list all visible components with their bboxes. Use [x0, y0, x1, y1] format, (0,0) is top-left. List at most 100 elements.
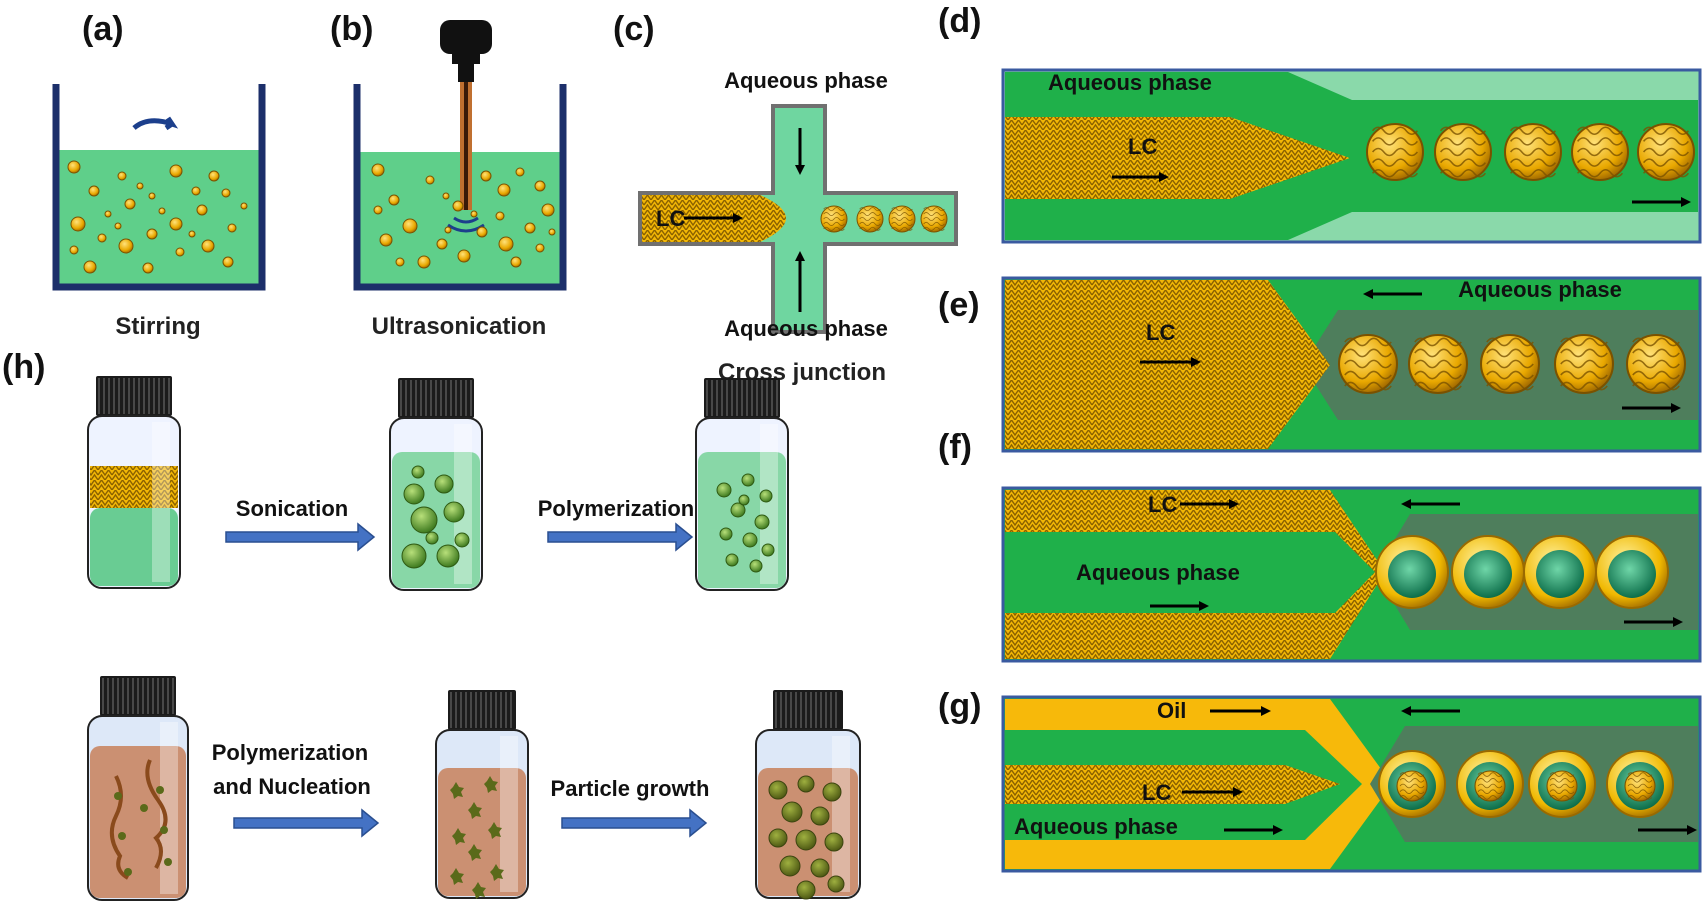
core-shell-droplet-f	[1375, 535, 1449, 609]
lc-droplet	[548, 228, 556, 236]
aqueous-label-g: Aqueous phase	[1014, 814, 1178, 839]
vial-6-grown-particles	[755, 690, 861, 900]
arrow-particle-growth	[561, 808, 708, 838]
lc-droplet-d	[1366, 123, 1424, 181]
lc-droplet	[191, 186, 201, 196]
lc-core-g	[1546, 770, 1578, 802]
aqueous-label-f: Aqueous phase	[1076, 560, 1240, 585]
lc-droplet	[222, 256, 234, 268]
step-sonication: Sonication	[236, 496, 348, 521]
lc-droplet	[104, 210, 112, 218]
lc-droplet	[402, 218, 418, 234]
panel-h-label: (h)	[2, 348, 45, 386]
lc-droplet	[442, 192, 450, 200]
panel-g-label: (g)	[938, 687, 981, 725]
lc-droplet	[470, 210, 478, 218]
vial-2-sonicated	[389, 378, 483, 591]
core-shell-droplet-f	[1451, 535, 1525, 609]
panel-b-label: (b)	[330, 10, 373, 48]
double-emulsion-droplets-g	[1378, 750, 1674, 818]
lc-droplet	[425, 175, 435, 185]
aqueous-label-d: Aqueous phase	[1048, 70, 1212, 95]
aqueous-core-stream-f	[1005, 532, 1375, 613]
step-polymerization-line1: Polymerization	[212, 740, 368, 765]
double-emulsion-droplet-g	[1378, 750, 1446, 818]
vial-5-nuclei	[435, 690, 529, 899]
step-nucleation-line2: and Nucleation	[213, 774, 371, 799]
panel-a-caption: Stirring	[115, 313, 200, 340]
panel-f-label: (f)	[938, 428, 972, 466]
panel-d-label: (d)	[938, 2, 981, 40]
panel-a-label: (a)	[82, 10, 124, 48]
lc-droplet	[515, 167, 525, 177]
lc-droplet-e	[1337, 333, 1399, 395]
lc-droplet	[417, 255, 431, 269]
panel-e: (e) Aqueous phase LC	[938, 276, 1702, 453]
lc-droplet	[388, 194, 400, 206]
lc-droplet	[201, 239, 215, 253]
lc-droplet	[395, 257, 405, 267]
core-shell-droplet-f	[1523, 535, 1597, 609]
double-emulsion-droplet-g	[1456, 750, 1524, 818]
lc-droplet	[70, 216, 86, 232]
panel-c: (c) LC Aqueous phase Aqueous phase Cross…	[613, 10, 958, 386]
lc-label-f: LC	[1148, 492, 1177, 517]
droplets-d	[1366, 123, 1695, 181]
beaker-b-particles	[371, 163, 556, 269]
lc-droplet	[510, 256, 522, 268]
lc-droplet	[480, 170, 492, 182]
lc-stream-g	[1005, 765, 1340, 804]
panel-e-label: (e)	[938, 286, 980, 324]
oil-label-g: Oil	[1157, 698, 1186, 723]
lc-stream-d	[1005, 117, 1350, 199]
lc-droplet-d	[1571, 123, 1629, 181]
lc-droplet	[541, 203, 555, 217]
lc-droplet	[457, 249, 471, 263]
lc-droplet	[83, 260, 97, 274]
panel-d: (d) Aqueous phase LC	[938, 2, 1702, 244]
lc-droplet-c	[920, 205, 948, 233]
lc-droplet	[67, 160, 81, 174]
core-shell-droplets-f	[1375, 535, 1669, 609]
step-particle-growth: Particle growth	[551, 776, 710, 801]
lc-droplet	[146, 228, 158, 240]
lc-droplet	[97, 233, 107, 243]
lc-droplet	[498, 236, 514, 252]
lc-droplet-e	[1479, 333, 1541, 395]
core-shell-droplet-f	[1595, 535, 1669, 609]
lc-droplet	[524, 222, 536, 234]
arrow-sonication	[225, 522, 376, 552]
lc-droplet	[114, 222, 122, 230]
panel-g: (g) Oil LC Aqueous phase	[938, 687, 1702, 873]
lc-droplet	[142, 262, 154, 274]
lc-droplet	[124, 198, 136, 210]
lc-droplet	[158, 207, 166, 215]
beaker-a-particles	[67, 160, 248, 274]
lc-droplet	[436, 238, 448, 250]
lc-label-e: LC	[1146, 320, 1175, 345]
panel-a: (a) Stirring	[52, 10, 266, 340]
droplets-c	[820, 205, 948, 233]
lc-droplet	[535, 243, 545, 253]
panel-c-label: (c)	[613, 10, 655, 48]
droplets-e	[1337, 333, 1687, 395]
lc-droplet	[373, 205, 383, 215]
vial-3-polymerized	[695, 378, 789, 591]
vial-4-nucleation	[87, 676, 189, 901]
lc-droplet	[227, 223, 237, 233]
lc-label-d: LC	[1128, 134, 1157, 159]
aqueous-label-e: Aqueous phase	[1458, 277, 1622, 302]
lc-droplet-c	[856, 205, 884, 233]
panel-f: (f) LC Aqueous phase	[938, 428, 1702, 663]
lc-droplet-c	[820, 205, 848, 233]
panel-b: (b) Ultrasonication	[330, 10, 567, 340]
double-emulsion-droplet-g	[1606, 750, 1674, 818]
lc-droplet-d	[1434, 123, 1492, 181]
cross-channel	[638, 104, 958, 334]
beaker-a-wall	[52, 84, 266, 291]
beaker-b-wall	[353, 84, 567, 291]
lc-droplet	[169, 217, 183, 231]
vial-1-phases	[87, 376, 181, 589]
lc-droplet-c	[888, 205, 916, 233]
